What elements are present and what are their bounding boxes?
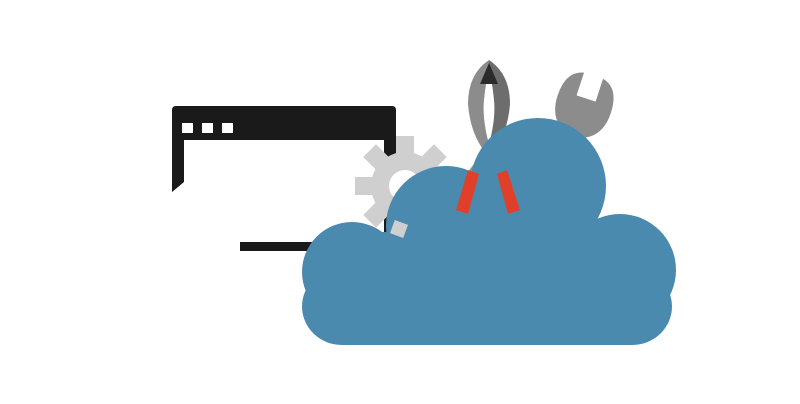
- browser-window-bottom-bar: [240, 242, 320, 251]
- browser-window-button: [222, 123, 233, 133]
- wire-cutter-handles: [456, 170, 520, 214]
- browser-window-frame: [172, 106, 396, 240]
- browser-window-button: [182, 123, 193, 133]
- gear-tooth-overlap: [390, 220, 408, 238]
- wire-cutter-handle-left: [456, 170, 479, 214]
- wire-cutter-handle-right: [497, 170, 520, 214]
- browser-window-icon: [172, 106, 396, 251]
- cloud-icon: [302, 118, 676, 345]
- browser-window-button: [202, 123, 213, 133]
- wire-cutter-tip: [480, 63, 498, 84]
